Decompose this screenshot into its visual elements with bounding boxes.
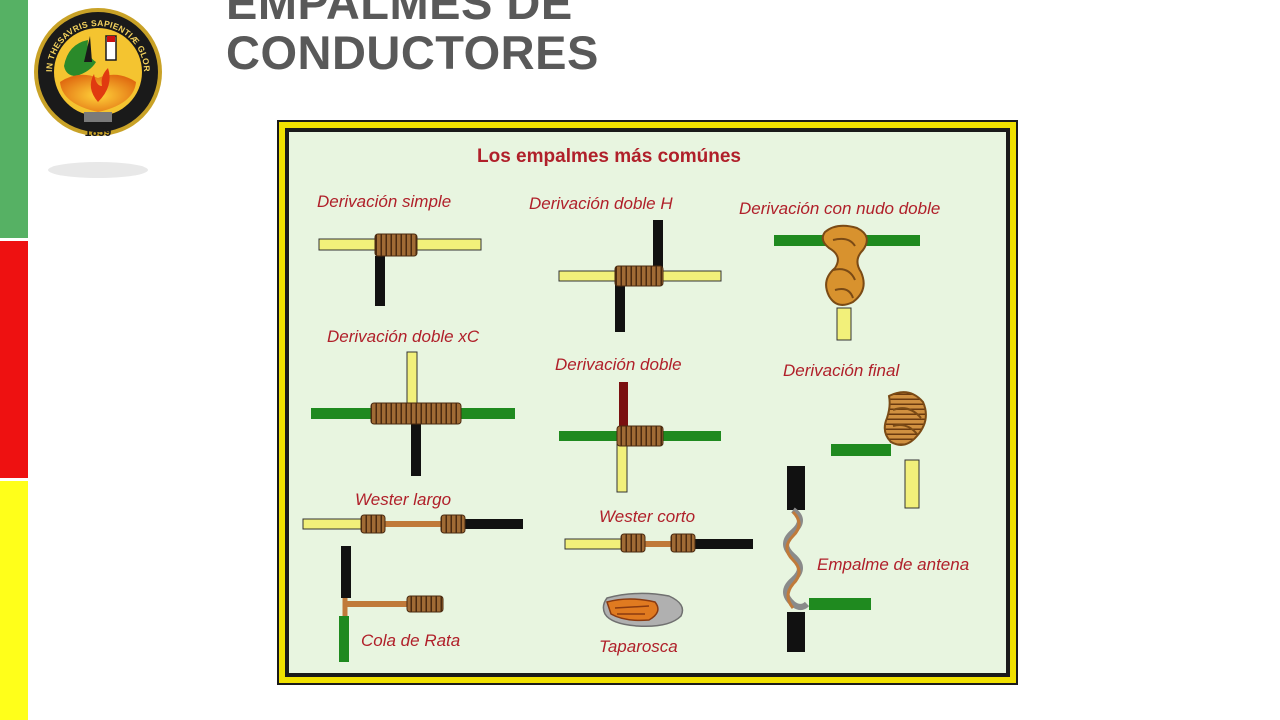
accent-stripe-yellow — [0, 481, 28, 720]
accent-stripe-red — [0, 241, 28, 478]
label-derivacion-final: Derivación final — [783, 361, 900, 380]
label-derivacion-nudo-doble: Derivación con nudo doble — [739, 199, 940, 218]
splice-empalme-antena — [783, 466, 871, 652]
splice-wester-largo — [302, 514, 523, 534]
title-line-2: CONDUCTORES — [226, 26, 599, 79]
splice-wester-corto — [564, 533, 753, 553]
splice-taparosca — [602, 592, 684, 628]
title-line-1: EMPALMES DE — [226, 0, 573, 29]
splices-diagram: Los empalmes más comúnes Derivación simp… — [277, 120, 1018, 685]
splice-derivacion-nudo-doble — [774, 224, 920, 341]
label-derivacion-simple: Derivación simple — [317, 192, 451, 211]
label-derivacion-doble-h: Derivación doble H — [529, 194, 673, 213]
splice-derivacion-final — [831, 391, 927, 509]
label-wester-corto: Wester corto — [599, 507, 695, 526]
label-empalme-antena: Empalme de antena — [817, 555, 969, 574]
label-derivacion-doble: Derivación doble — [555, 355, 682, 374]
label-wester-largo: Wester largo — [355, 490, 451, 509]
label-derivacion-doble-xc: Derivación doble xC — [327, 327, 480, 346]
splice-derivacion-doble — [559, 382, 721, 493]
diagram-heading: Los empalmes más comúnes — [477, 146, 741, 167]
splice-derivacion-doble-xc — [311, 351, 515, 476]
splice-cola-de-rata — [339, 546, 444, 662]
label-taparosca: Taparosca — [599, 637, 678, 656]
accent-stripe-green — [0, 0, 28, 238]
splice-derivacion-doble-h — [558, 220, 722, 332]
seal-year: 1859 — [85, 125, 112, 139]
splice-derivacion-simple — [318, 233, 482, 306]
university-seal-logo: IN THESAVRIS SAPIENTIÆ GLORIFICATIO VITÆ… — [30, 6, 162, 178]
page-title: EMPALMES DE CONDUCTORES — [226, 0, 599, 78]
label-cola-de-rata: Cola de Rata — [361, 631, 460, 650]
